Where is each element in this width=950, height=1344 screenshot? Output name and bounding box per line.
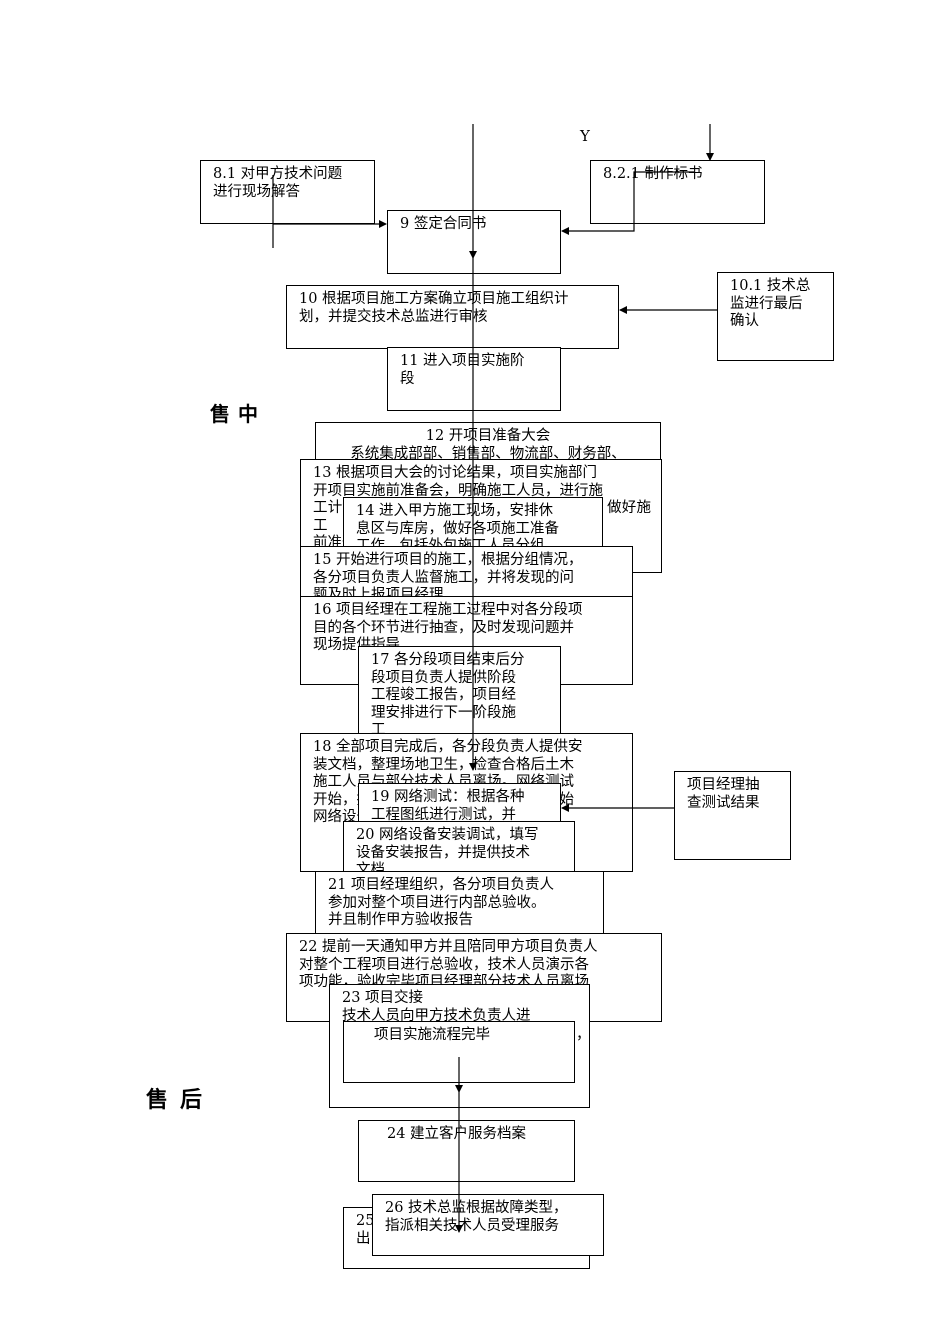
step-17-phase-report: 17 各分段项目结束后分 段项目负责人提供阶段 工程竣工报告，项目经 理安排进行… (358, 646, 561, 735)
step-10-1-final-confirm: 10.1 技术总 监进行最后 确认 (717, 272, 834, 361)
y-branch-label: Y (580, 127, 590, 145)
step-20-device-install: 20 网络设备安装调试，填写 设备安装报告，并提供技术 文档 (343, 821, 575, 873)
step-8-2-1-make-bid: 8.2.1 制作标书 (590, 160, 765, 224)
step-26-dispatch-technician: 26 技术总监根据故障类型， 指派相关技术人员受理服务 (372, 1194, 604, 1256)
step-19-network-test: 19 网络测试：根据各种 工程图纸进行测试，并 (358, 783, 561, 827)
step-12-kickoff-meeting: 12 开项目准备大会 系统集成部部、销售部、物流部、财务部、 (315, 422, 661, 466)
step-9-sign-contract: 9 签定合同书 (387, 210, 561, 274)
step-14-enter-site: 14 进入甲方施工现场，安排休 息区与库房，做好各项施工准备 工作，包括外包施工… (343, 497, 603, 549)
step-process-complete: 项目实施流程完毕 (343, 1021, 575, 1083)
step-11-enter-implementation: 11 进入项目实施阶 段 (387, 347, 561, 411)
step-23-trailing-comma: ， (576, 1027, 591, 1043)
step-21-internal-acceptance: 21 项目经理组织，各分项目负责人 参加对整个项目进行内部总验收。 并且制作甲方… (315, 871, 604, 935)
step-pm-check-test-results: 项目经理抽 查测试结果 (674, 771, 791, 860)
step-15-start-construction: 15 开始进行项目的施工，根据分组情况， 各分项目负责人监督施工，并将发现的问 … (300, 546, 633, 597)
step-10-construction-plan: 10 根据项目施工方案确立项目施工组织计 划，并提交技术总监进行审核 (286, 285, 619, 349)
step-24-customer-archive: 24 建立客户服务档案 (358, 1120, 575, 1182)
phase-label-after-sale: 售后 (146, 1088, 215, 1113)
phase-label-sale: 售中 (210, 402, 266, 426)
step-8-1-answer-questions: 8.1 对甲方技术问题 进行现场解答 (200, 160, 375, 224)
